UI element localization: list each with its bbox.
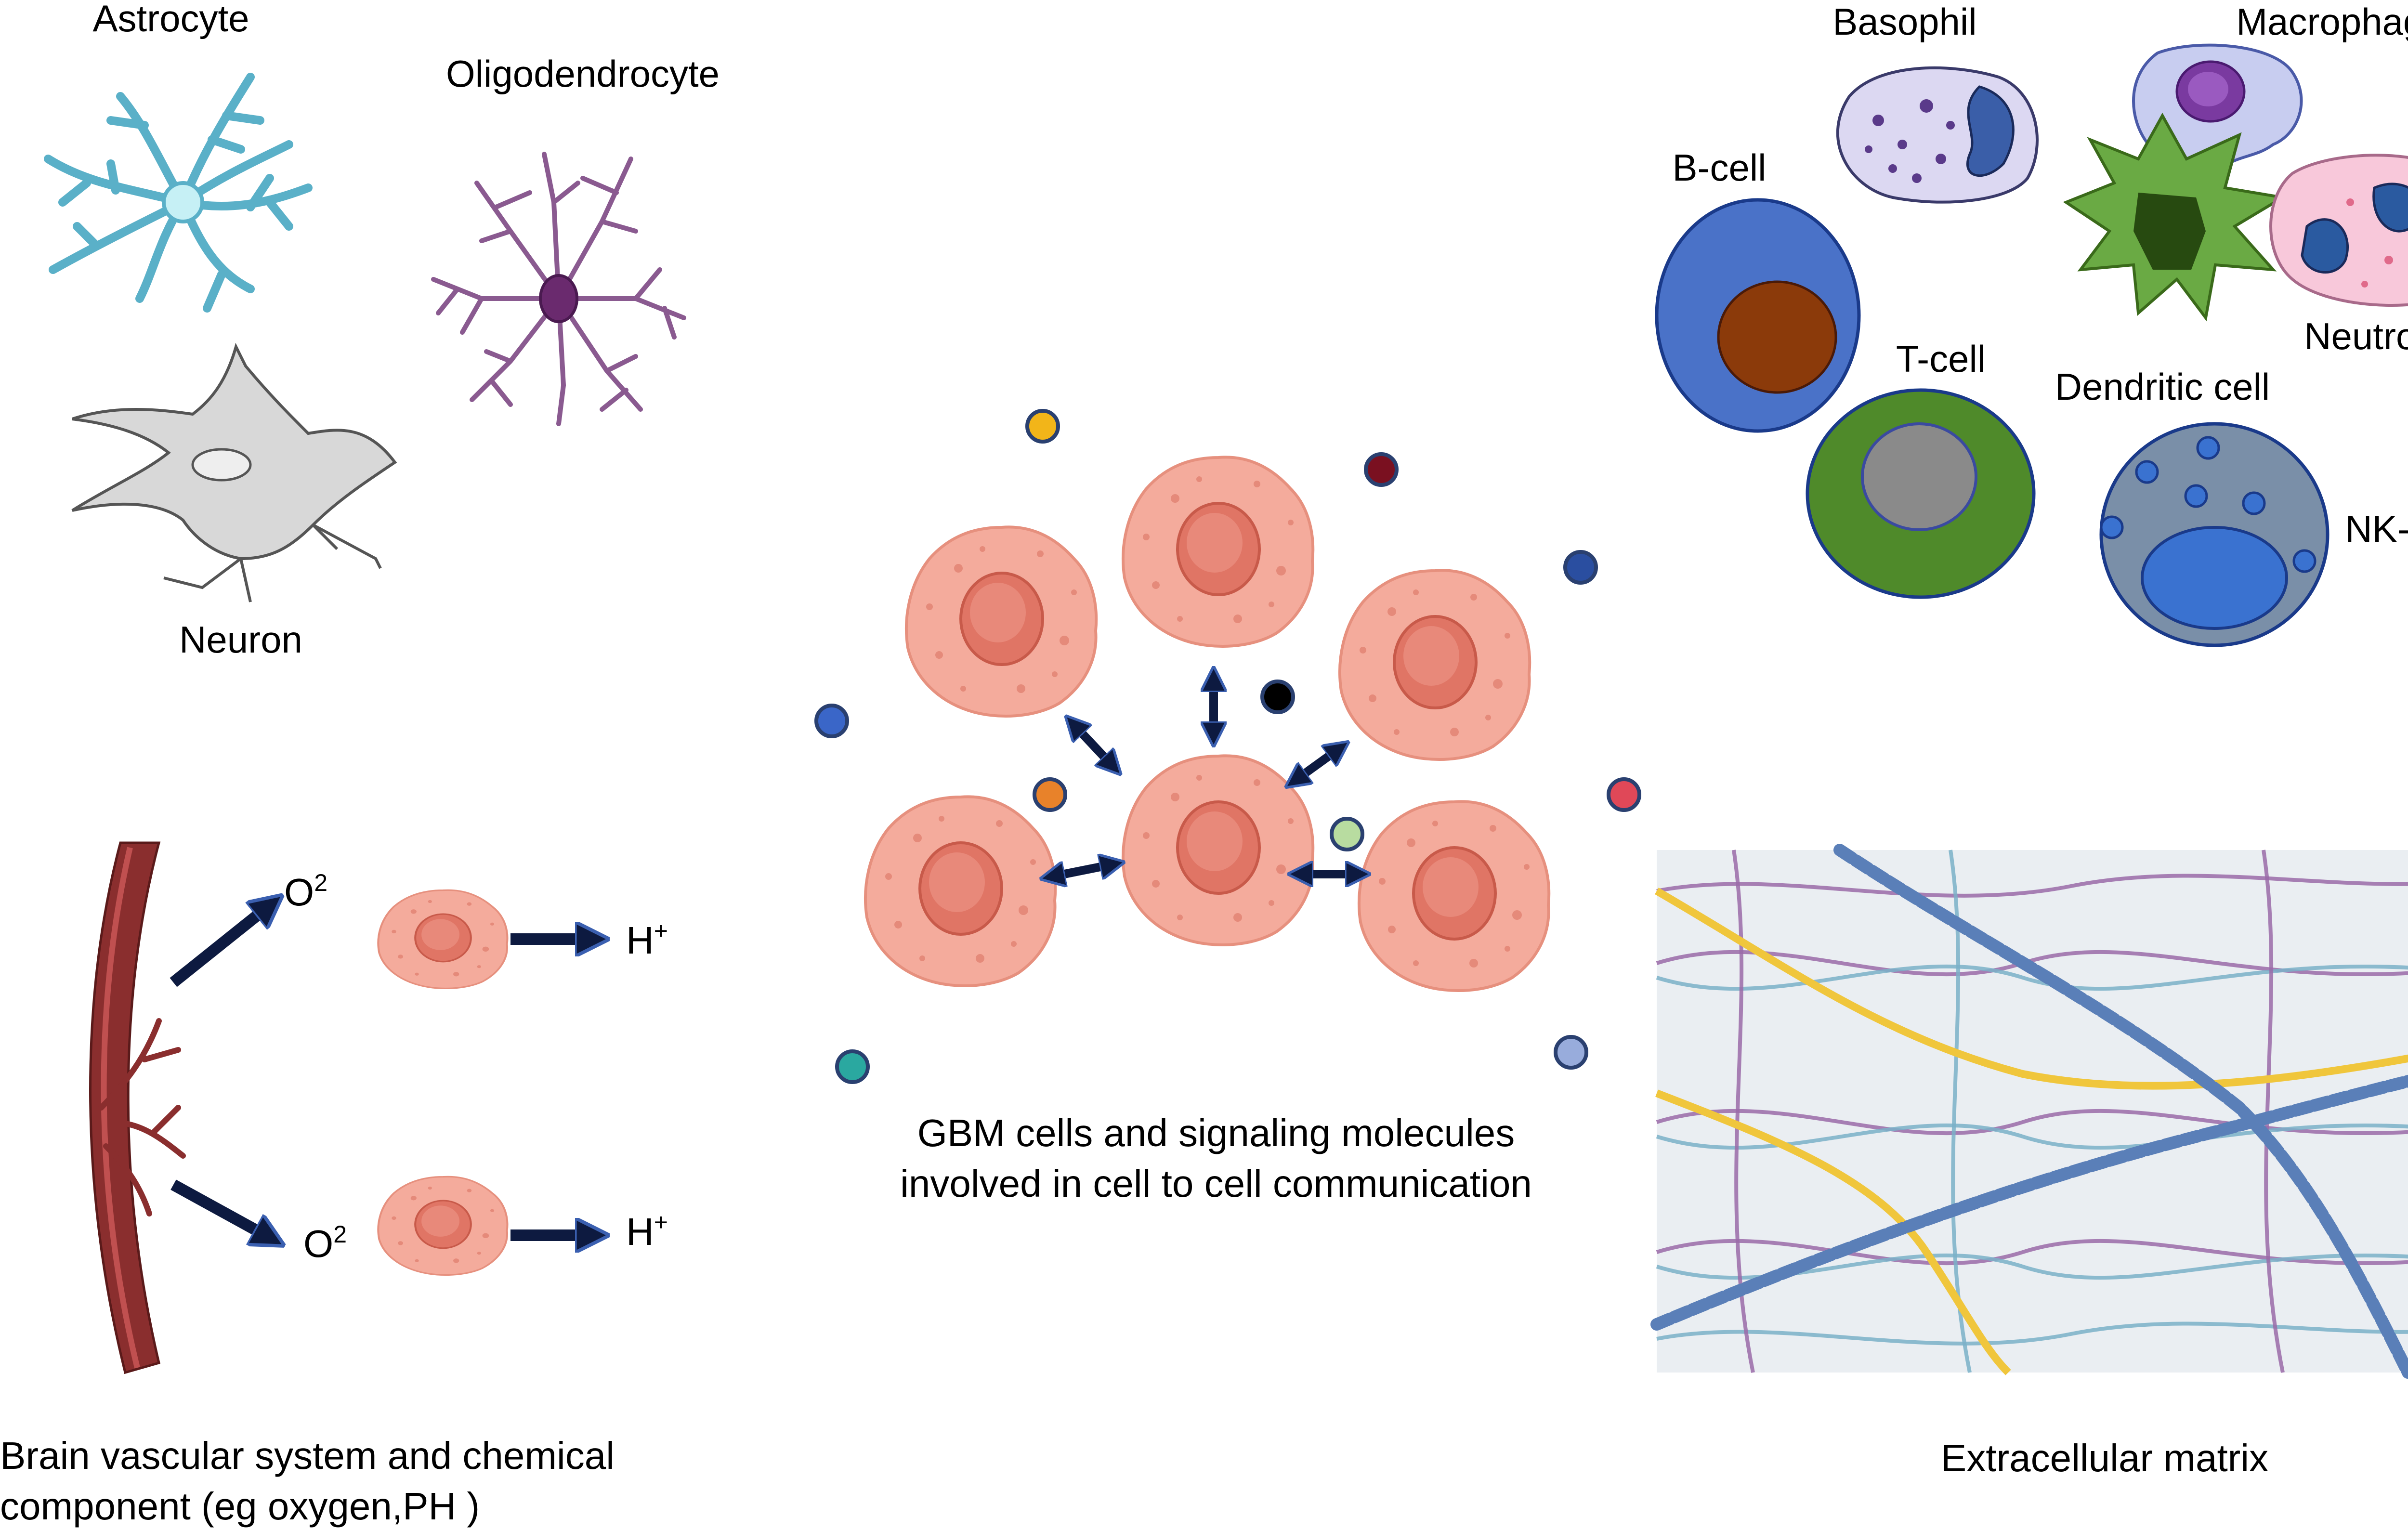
neutrophil-label: Neutrophil	[2304, 315, 2408, 357]
oxygen-arrow-bottom	[170, 1179, 270, 1238]
gbm-caption-line2: involved in cell to cell communication	[900, 1162, 1532, 1205]
signaling-molecule	[1607, 777, 1641, 812]
vascular-caption-line1: Brain vascular system and chemical	[0, 1434, 615, 1477]
oxygen-label-top: O2	[284, 869, 327, 914]
b-cell-label: B-cell	[1672, 146, 1766, 189]
neutrophil-illustration	[2269, 154, 2408, 307]
signaling-molecules	[814, 409, 1641, 1084]
gbm-cell-center	[1123, 756, 1313, 945]
oxygen-arrow-top	[170, 905, 270, 987]
signaling-molecule	[1033, 777, 1067, 812]
gbm-cell-top-center	[1123, 457, 1313, 646]
neuron-label: Neuron	[179, 618, 302, 661]
signaling-molecule	[814, 704, 849, 738]
gbm-cell-bottom-right	[1359, 801, 1549, 991]
oxygen-label-bottom: O2	[303, 1221, 347, 1265]
signaling-molecule	[1025, 409, 1060, 444]
dendritic-cell-illustration	[2063, 112, 2287, 322]
vascular-caption-line2: component (eg oxygen,PH )	[0, 1485, 480, 1528]
proton-label-bottom: H+	[626, 1209, 668, 1253]
signaling-molecule	[835, 1049, 870, 1084]
small-gbm-cell-top	[378, 890, 507, 988]
t-cell-illustration	[1806, 388, 2036, 599]
neuron-illustration	[71, 342, 397, 602]
gbm-cell-top-right	[1340, 570, 1530, 759]
b-cell-illustration	[1655, 198, 1861, 433]
small-gbm-cell-bottom	[378, 1177, 507, 1275]
vascular-arrows	[170, 905, 592, 1238]
gbm-cell-top-left	[906, 527, 1096, 716]
blood-vessel-illustration	[89, 841, 186, 1374]
oligodendrocyte-label: Oligodendrocyte	[446, 52, 720, 95]
nk-cell-label: NK-cell	[2345, 508, 2408, 550]
nk-cell-illustration	[2099, 422, 2329, 647]
gbm-cell-bottom-left	[865, 797, 1055, 986]
basophil-illustration	[1836, 66, 2039, 204]
signaling-molecule	[1554, 1035, 1588, 1070]
astrocyte-label: Astrocyte	[92, 0, 249, 39]
proton-label-top: H+	[626, 917, 668, 962]
basophil-label: Basophil	[1832, 0, 1976, 43]
signaling-molecule	[1260, 680, 1295, 714]
macrophage-label: Macrophage	[2236, 0, 2408, 43]
t-cell-label: T-cell	[1896, 338, 1986, 380]
ecm-caption: Extracellular matrix	[1941, 1437, 2268, 1479]
signaling-molecule	[1364, 452, 1399, 487]
gbm-caption-line1: GBM cells and signaling molecules	[917, 1112, 1515, 1154]
gbm-communication-arrows	[1052, 679, 1358, 876]
astrocyte-illustration	[44, 73, 313, 313]
oligodendrocyte-illustration	[431, 152, 686, 426]
signaling-molecule	[1563, 550, 1598, 585]
dendritic-cell-label: Dendritic cell	[2055, 366, 2270, 408]
signaling-molecule	[1330, 817, 1364, 851]
extracellular-matrix-illustration	[1650, 844, 2408, 1379]
